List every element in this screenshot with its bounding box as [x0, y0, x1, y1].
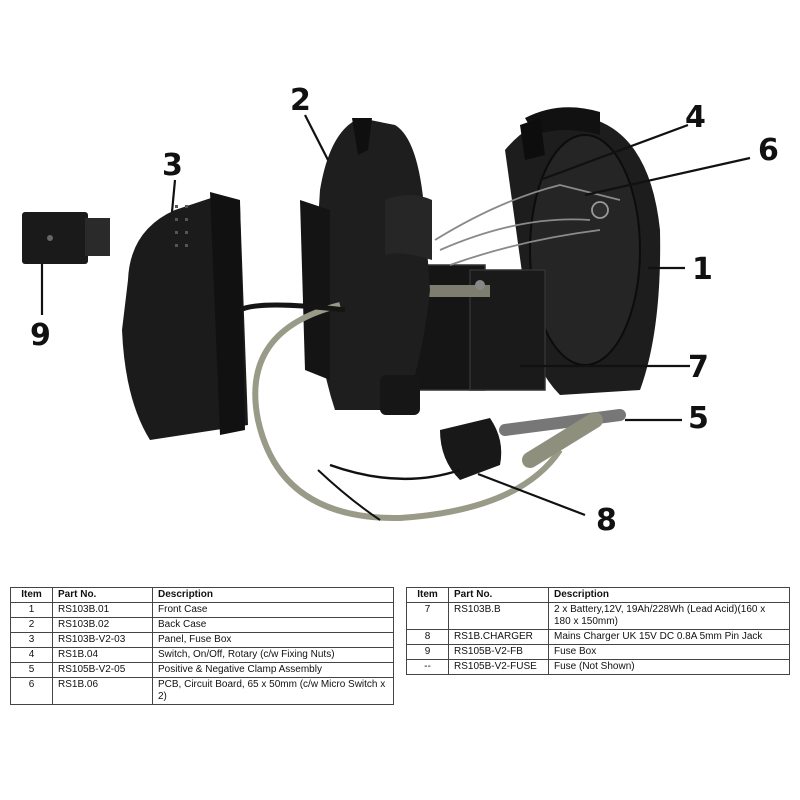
description-cell: PCB, Circuit Board, 65 x 50mm (c/w Micro… [152, 677, 394, 705]
item-cell: 4 [10, 647, 53, 663]
item-cell: 3 [10, 632, 53, 648]
part-no-cell: RS105B-V2-FB [448, 644, 549, 660]
panel-fuse-box-part [122, 192, 248, 440]
item-cell: -- [406, 659, 449, 675]
description-cell: Positive & Negative Clamp Assembly [152, 662, 394, 678]
mains-charger-part [317, 418, 502, 521]
table-row: 5 RS105B-V2-05 Positive & Negative Clamp… [10, 662, 394, 678]
description-cell: 2 x Battery,12V, 19Ah/228Wh (Lead Acid)(… [548, 602, 790, 630]
switch-and-pcb-wiring [434, 184, 621, 266]
table-row: 4 RS1B.04 Switch, On/Off, Rotary (c/w Fi… [10, 647, 394, 663]
item-column-header: Item [406, 587, 449, 603]
part-no-cell: RS103B-V2-03 [52, 632, 153, 648]
item-cell: 5 [10, 662, 53, 678]
callout-2: 2 [290, 83, 311, 118]
callout-9: 9 [30, 318, 51, 353]
table-row: 3 RS103B-V2-03 Panel, Fuse Box [10, 632, 394, 648]
part-no-cell: RS1B.04 [52, 647, 153, 663]
description-column-header: Description [152, 587, 394, 603]
description-cell: Panel, Fuse Box [152, 632, 394, 648]
table-row: 8 RS1B.CHARGER Mains Charger UK 15V DC 0… [406, 629, 790, 645]
part-no-column-header: Part No. [448, 587, 549, 603]
item-cell: 2 [10, 617, 53, 633]
part-no-cell: RS1B.06 [52, 677, 153, 705]
table-row: 2 RS103B.02 Back Case [10, 617, 394, 633]
callout-1: 1 [692, 252, 713, 287]
table-row: 6 RS1B.06 PCB, Circuit Board, 65 x 50mm … [10, 677, 394, 705]
table-row: -- RS105B-V2-FUSE Fuse (Not Shown) [406, 659, 790, 675]
item-cell: 7 [406, 602, 449, 630]
item-column-header: Item [10, 587, 53, 603]
description-cell: Fuse Box [548, 644, 790, 660]
back-case-part [300, 118, 432, 415]
item-cell: 6 [10, 677, 53, 705]
callout-6: 6 [758, 133, 779, 168]
table-row: 9 RS105B-V2-FB Fuse Box [406, 644, 790, 660]
description-cell: Fuse (Not Shown) [548, 659, 790, 675]
item-cell: 9 [406, 644, 449, 660]
part-no-cell: RS103B.02 [52, 617, 153, 633]
part-no-cell: RS105B-V2-05 [52, 662, 153, 678]
callout-7: 7 [688, 350, 709, 385]
description-cell: Front Case [152, 602, 394, 618]
part-no-cell: RS103B.B [448, 602, 549, 630]
item-cell: 1 [10, 602, 53, 618]
parts-table-left: Item Part No. Description 1 RS103B.01 Fr… [10, 587, 394, 705]
callout-4: 4 [685, 100, 706, 135]
callout-numbers: 2 3 4 6 1 7 5 8 9 [30, 83, 779, 538]
description-cell: Back Case [152, 617, 394, 633]
part-no-column-header: Part No. [52, 587, 153, 603]
leader-lines [40, 114, 751, 517]
callout-8: 8 [596, 503, 617, 538]
exploded-parts-diagram: 2 3 4 6 1 7 5 8 9 [22, 83, 779, 538]
clamp-lead-part [238, 302, 626, 522]
fuse-box-part [22, 212, 110, 264]
table-row: 7 RS103B.B 2 x Battery,12V, 19Ah/228Wh (… [406, 602, 790, 630]
description-cell: Mains Charger UK 15V DC 0.8A 5mm Pin Jac… [548, 629, 790, 645]
item-cell: 8 [406, 629, 449, 645]
part-no-cell: RS1B.CHARGER [448, 629, 549, 645]
part-no-cell: RS105B-V2-FUSE [448, 659, 549, 675]
parts-table-right: Item Part No. Description 7 RS103B.B 2 x… [406, 587, 790, 675]
table-row: 1 RS103B.01 Front Case [10, 602, 394, 618]
table-header-row: Item Part No. Description [406, 587, 790, 603]
callout-3: 3 [162, 148, 183, 183]
description-column-header: Description [548, 587, 790, 603]
product-illustration [22, 107, 661, 522]
description-cell: Switch, On/Off, Rotary (c/w Fixing Nuts) [152, 647, 394, 663]
table-header-row: Item Part No. Description [10, 587, 394, 603]
part-no-cell: RS103B.01 [52, 602, 153, 618]
callout-5: 5 [688, 401, 709, 436]
